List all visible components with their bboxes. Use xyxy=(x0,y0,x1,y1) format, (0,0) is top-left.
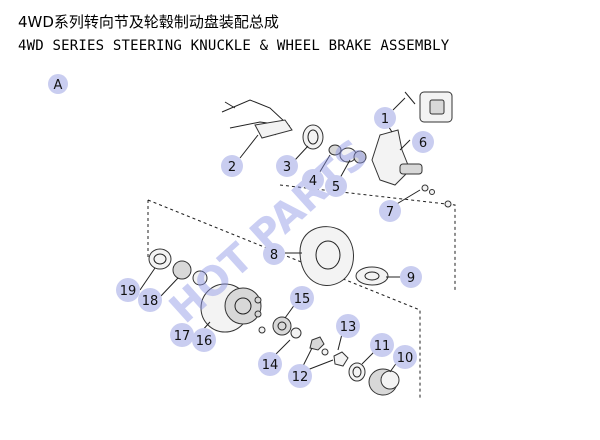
inner-bearing xyxy=(258,316,292,336)
callout-14: 14 xyxy=(258,352,282,376)
callout-12: 12 xyxy=(288,364,312,388)
title-english: 4WD SERIES STEERING KNUCKLE & WHEEL BRAK… xyxy=(18,38,450,54)
outer-seal xyxy=(148,248,172,270)
svg-text:14: 14 xyxy=(262,358,279,373)
svg-text:17: 17 xyxy=(174,329,191,344)
svg-text:10: 10 xyxy=(397,351,414,366)
callout-13: 13 xyxy=(336,314,360,338)
callout-4: 4 xyxy=(302,169,324,191)
svg-text:15: 15 xyxy=(294,292,311,307)
svg-text:13: 13 xyxy=(340,320,357,335)
spacer-washer xyxy=(355,266,389,286)
callout-19: 19 xyxy=(116,278,140,302)
svg-text:7: 7 xyxy=(386,205,394,220)
callout-7: 7 xyxy=(379,200,401,222)
svg-text:16: 16 xyxy=(196,334,213,349)
callout-10: 10 xyxy=(393,345,417,369)
callout-5: 5 xyxy=(325,175,347,197)
section-label-text: A xyxy=(54,78,63,93)
svg-text:5: 5 xyxy=(332,180,340,195)
lock-washers-and-nuts xyxy=(290,327,349,367)
callout-1: 1 xyxy=(374,107,396,129)
svg-text:4: 4 xyxy=(309,174,317,189)
section-label: A xyxy=(48,74,68,94)
steering-knuckle xyxy=(371,117,423,186)
locking-hub xyxy=(368,368,400,396)
bearing-cone xyxy=(172,260,208,286)
watermark: HOT PARTS xyxy=(161,131,378,333)
svg-text:9: 9 xyxy=(407,271,415,286)
svg-text:11: 11 xyxy=(374,339,391,354)
dashed-guide-lower xyxy=(147,199,421,400)
title-chinese: 4WD系列转向节及轮毂制动盘装配总成 xyxy=(18,13,279,31)
callout-16: 16 xyxy=(192,328,216,352)
lock-ring xyxy=(348,362,366,382)
svg-text:6: 6 xyxy=(419,136,427,151)
callout-9: 9 xyxy=(400,266,422,288)
dust-shield xyxy=(299,226,354,286)
brake-hose-bracket xyxy=(221,99,293,139)
svg-text:18: 18 xyxy=(142,294,159,309)
callout-18: 18 xyxy=(138,288,162,312)
callout-15: 15 xyxy=(290,286,314,310)
oil-seal xyxy=(302,124,324,150)
svg-text:8: 8 xyxy=(270,248,278,263)
callout-8: 8 xyxy=(263,243,285,265)
callout-3: 3 xyxy=(276,155,298,177)
svg-text:3: 3 xyxy=(283,160,291,175)
svg-text:1: 1 xyxy=(381,112,389,127)
callout-11: 11 xyxy=(370,333,394,357)
callout-17: 17 xyxy=(170,323,194,347)
svg-text:12: 12 xyxy=(292,370,309,385)
callout-6: 6 xyxy=(412,131,434,153)
svg-text:19: 19 xyxy=(120,284,137,299)
dashed-guide-upper xyxy=(279,184,456,290)
knuckle-fasteners xyxy=(421,184,452,208)
svg-text:2: 2 xyxy=(228,160,236,175)
hub-disc-assembly xyxy=(200,283,262,333)
brake-caliper xyxy=(404,91,453,123)
upper-bearing xyxy=(328,144,367,164)
callout-2: 2 xyxy=(221,155,243,177)
